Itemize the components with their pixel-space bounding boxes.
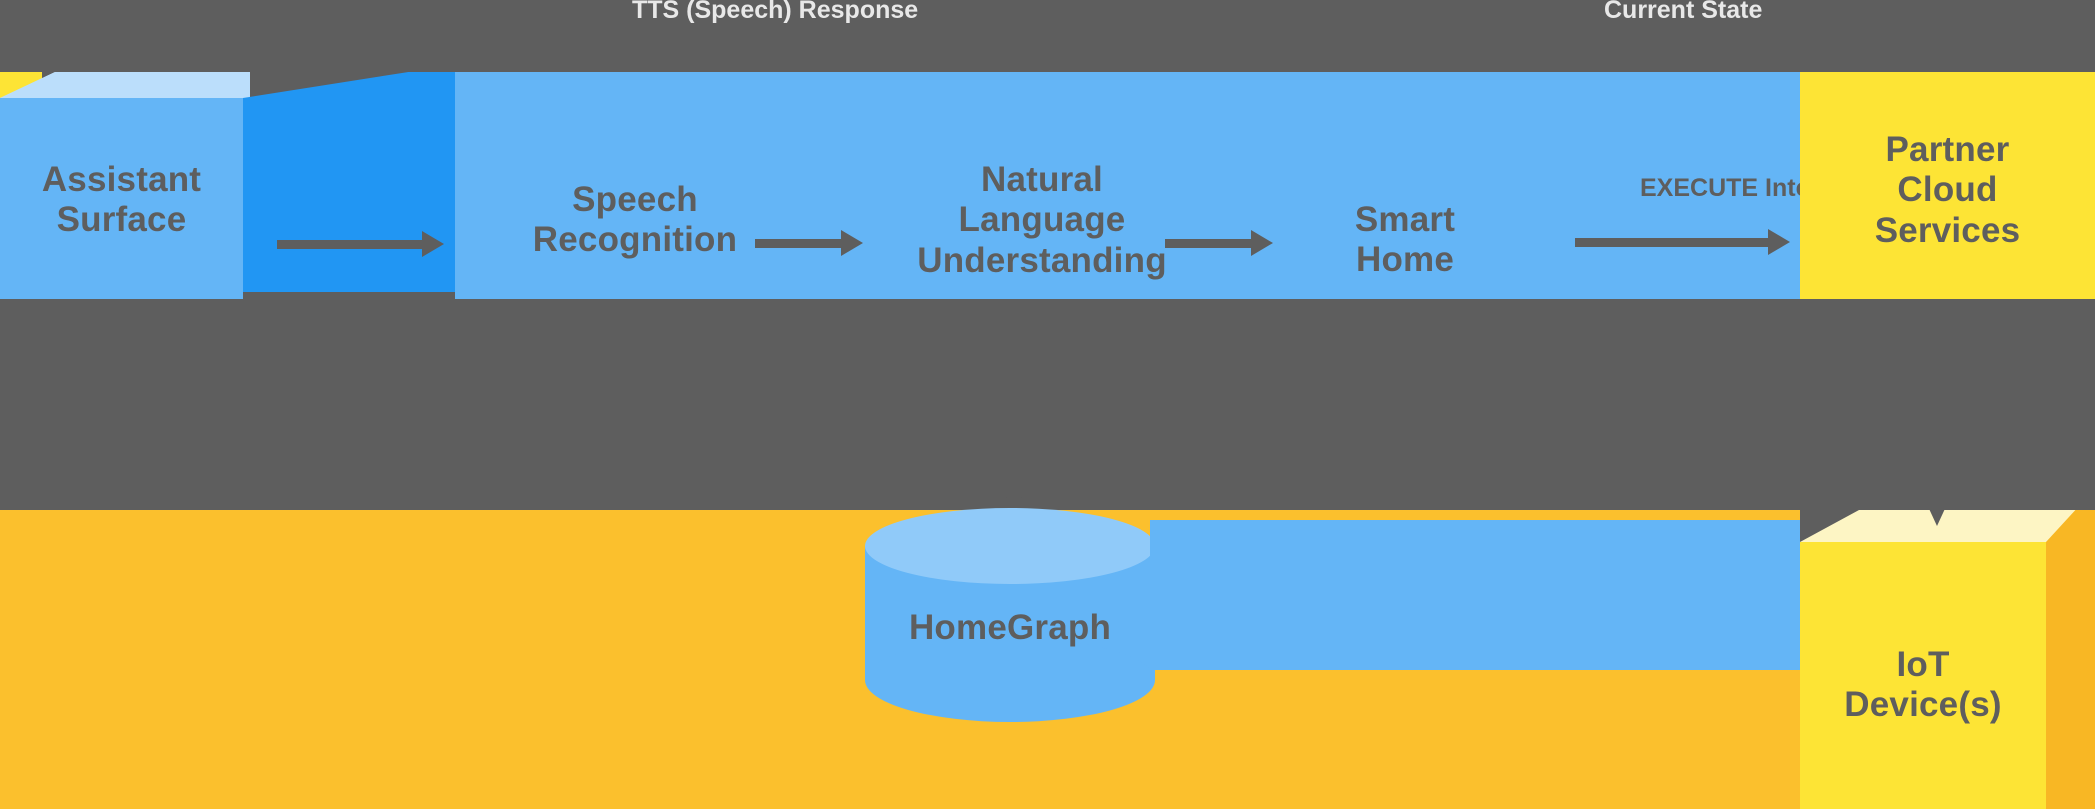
arrow-smarthome-to-partner — [1575, 229, 1790, 255]
homegraph-to-devices-channel — [1150, 520, 1800, 670]
iot-devices-label: IoT Device(s) — [1844, 645, 2002, 725]
assistant-surface-label: Assistant Surface — [41, 160, 202, 240]
assistant-surface-side-bevel — [243, 72, 455, 98]
partner-cloud-services-node: Partner Cloud Services — [1800, 72, 2095, 299]
devices-to-homegraph-line — [1085, 498, 1935, 503]
iot-devices-side — [2046, 542, 2095, 809]
current-state-line — [1470, 58, 1970, 63]
current-state-riser — [1470, 40, 1475, 60]
homegraph-feed-3-line — [1088, 452, 1093, 500]
iot-devices-face: IoT Device(s) — [1800, 542, 2046, 809]
assistant-surface-face: Assistant Surface — [0, 98, 243, 299]
partner-cloud-services-label: Partner Cloud Services — [1874, 130, 2021, 250]
partner-to-homegraph-line — [1085, 482, 1935, 487]
edge-label-current-state: Current State — [1604, 0, 1763, 24]
tts-response-line — [20, 38, 1310, 43]
smart-home-node: Smart Home — [1235, 200, 1575, 310]
speech-recognition-node: Speech Recognition — [455, 180, 815, 290]
arrow-assistant-to-speech — [277, 231, 444, 257]
assistant-pipeline-panel — [455, 72, 1800, 299]
speech-recognition-label: Speech Recognition — [532, 180, 738, 260]
homegraph-cylinder-top — [865, 508, 1155, 584]
homegraph-feed-3-arrowhead — [1078, 488, 1102, 514]
tts-response-drop — [143, 38, 148, 72]
iot-devices-feed-arrowhead — [1925, 500, 1949, 526]
homegraph-cylinder-bottom — [865, 638, 1155, 722]
arrow-nlu-to-smarthome — [1165, 230, 1273, 256]
edge-label-tts-response: TTS (Speech) Response — [632, 0, 919, 24]
iot-devices-feed-line — [1935, 452, 1940, 512]
smart-home-label: Smart Home — [1354, 200, 1456, 280]
assistant-surface-side — [243, 98, 455, 292]
nlu-label: Natural Language Understanding — [917, 160, 1167, 280]
arrow-speech-to-nlu — [755, 230, 863, 256]
homegraph-feed-1-line — [935, 452, 940, 500]
homegraph-feed-bus — [935, 452, 1093, 457]
homegraph-feed-2-line — [1012, 452, 1017, 500]
homegraph-feed-1-arrowhead — [925, 488, 949, 514]
